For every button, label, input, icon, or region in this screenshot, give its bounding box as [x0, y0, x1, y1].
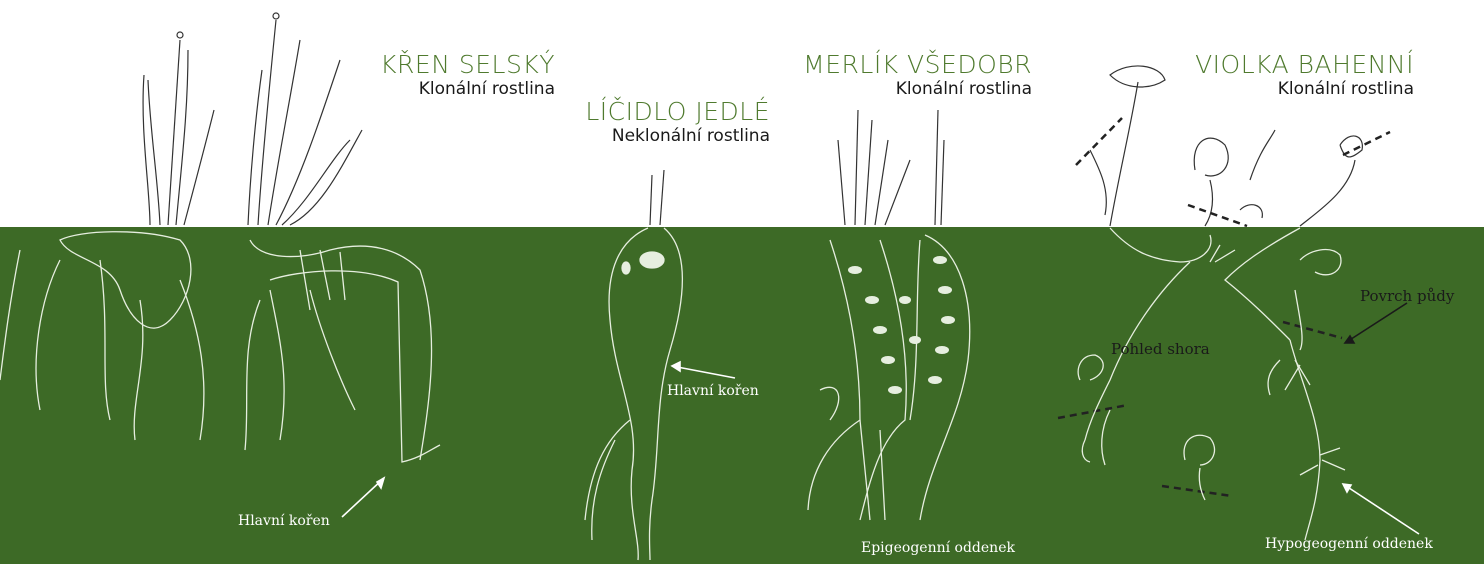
merlik-stems	[838, 110, 944, 225]
kren-roots	[0, 232, 440, 462]
label-violka-rhizome: Hypogeogenní oddenek	[1265, 537, 1433, 551]
label-merlik-rhizome: Epigeogenní oddenek	[861, 541, 1015, 555]
arrows	[342, 303, 1419, 534]
label-licidlo-main-root: Hlavní kořen	[667, 384, 759, 398]
plant-type-kren: Klonální rostlina	[419, 81, 555, 98]
violka-cut-marks	[1058, 118, 1390, 496]
merlik-rhizome	[808, 235, 970, 520]
plant-title-merlik: MERLÍK VŠEDOBR	[803, 52, 1032, 77]
plant-type-licidlo: Neklonální rostlina	[612, 128, 770, 145]
kren-leaves	[143, 13, 362, 225]
plant-title-licidlo: LÍČIDLO JEDLÉ	[585, 99, 770, 124]
licidlo-stem	[650, 170, 664, 225]
plant-title-violka: VIOLKA BAHENNÍ	[1195, 52, 1414, 77]
label-violka-soil-surface: Povrch půdy	[1360, 289, 1454, 304]
plant-type-violka: Klonální rostlina	[1278, 81, 1414, 98]
label-kren-main-root: Hlavní kořen	[238, 514, 330, 528]
plant-type-merlik: Klonální rostlina	[896, 81, 1032, 98]
label-violka-top-view: Pohled shora	[1111, 342, 1210, 357]
plant-title-kren: KŘEN SELSKÝ	[380, 52, 555, 77]
